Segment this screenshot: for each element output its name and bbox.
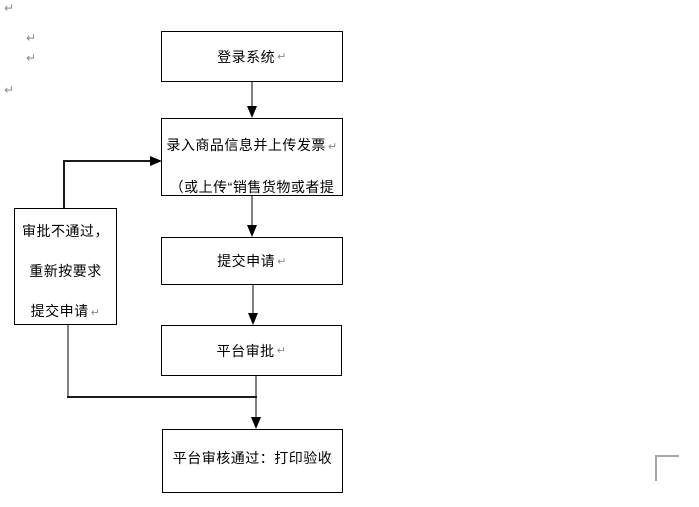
return-mark: ↵ <box>276 345 287 357</box>
connector-entry-submit-line <box>251 196 253 226</box>
flow-node-submit[interactable]: 提交申请↵ <box>161 237 343 285</box>
connector-login-entry-line <box>251 82 253 107</box>
flow-node-login-label: 登录系统 <box>217 48 276 65</box>
arrowhead-down-icon <box>247 225 257 237</box>
paragraph-mark: ↵ <box>26 51 37 65</box>
flow-node-submit-label: 提交申请 <box>217 253 276 269</box>
flow-node-reject[interactable]: 审批不通过， 重新按要求 提交申请↵ <box>14 208 117 325</box>
arrowhead-down-icon <box>248 313 258 325</box>
flow-node-accept[interactable]: 平台审核通过：打印验收 <box>162 429 343 493</box>
text-boundary-corner-h <box>655 455 679 457</box>
paragraph-mark: ↵ <box>4 83 15 97</box>
flow-node-review-label: 平台审批 <box>216 342 275 359</box>
feedback-reject-entry-hline <box>63 160 151 162</box>
text-boundary-corner-v <box>655 455 657 481</box>
arrowhead-down-icon <box>247 106 257 118</box>
flow-node-reject-line3: 提交申请↵ <box>30 303 101 319</box>
flow-node-entry-line2: （或上传“销售货物或者提 <box>169 179 335 195</box>
feedback-reject-entry-vline <box>63 161 65 208</box>
return-mark: ↵ <box>327 141 338 153</box>
connector-submit-review-line <box>252 285 254 314</box>
feedback-merge-hline <box>67 396 257 398</box>
flow-node-review[interactable]: 平台审批↵ <box>161 325 342 376</box>
return-mark: ↵ <box>277 51 287 63</box>
paragraph-mark: ↵ <box>26 31 37 45</box>
arrowhead-right-icon <box>150 156 162 166</box>
paragraph-mark: ↵ <box>4 1 15 15</box>
flow-node-entry[interactable]: 录入商品信息并上传发票↵ （或上传“销售货物或者提 <box>161 118 343 196</box>
flow-node-reject-line2: 重新按要求 <box>29 263 102 279</box>
return-mark: ↵ <box>277 255 287 268</box>
flow-node-accept-label: 平台审核通过：打印验收 <box>172 450 333 466</box>
return-mark: ↵ <box>90 307 101 319</box>
flow-node-entry-line1: 录入商品信息并上传发票↵ <box>166 137 338 153</box>
feedback-reject-bottom-vline <box>67 325 69 397</box>
arrowhead-down-icon <box>251 417 261 429</box>
flow-node-reject-line1: 审批不通过， <box>22 223 109 239</box>
flow-node-login[interactable]: 登录系统↵ <box>161 31 343 82</box>
